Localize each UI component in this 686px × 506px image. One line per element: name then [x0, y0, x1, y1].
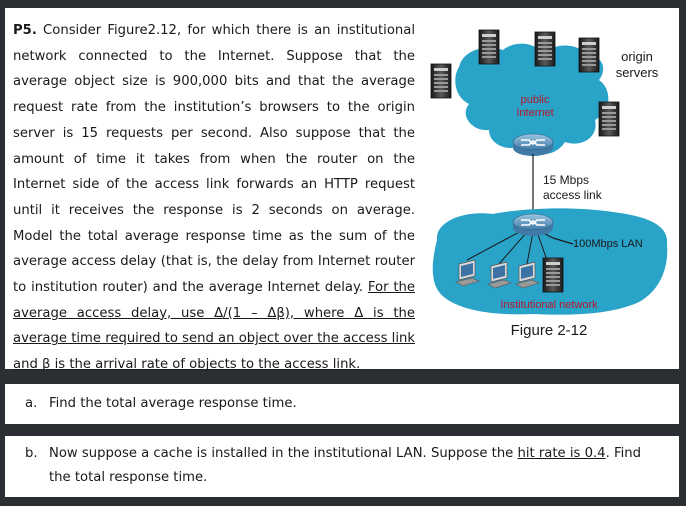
- problem-text: P5. Consider Figure2.12, for which there…: [13, 18, 415, 378]
- question-a-panel: a. Find the total average response time.: [5, 384, 679, 424]
- server-icon: [534, 31, 556, 67]
- server-icon: [430, 63, 452, 99]
- problem-label: P5.: [13, 23, 37, 38]
- server-icon: [478, 29, 500, 65]
- problem-panel: P5. Consider Figure2.12, for which there…: [5, 8, 679, 372]
- problem-body: Consider Figure2.12, for which there is …: [13, 23, 415, 296]
- origin-servers-label-1: origin: [621, 49, 653, 64]
- institutional-network-label: Institutional network: [500, 299, 598, 311]
- access-link-label-2: access link: [543, 188, 603, 202]
- institution-router-icon: [512, 213, 554, 237]
- lan-label: 100Mbps LAN: [573, 238, 643, 250]
- public-internet-label-2: Internet: [516, 107, 553, 119]
- question-a: a. Find the total average response time.: [25, 392, 297, 416]
- question-b-text-2: . Find: [605, 446, 641, 461]
- question-b-panel: b. Now suppose a cache is installed in th…: [5, 436, 679, 497]
- question-a-label: a.: [25, 396, 38, 411]
- question-b-label: b.: [25, 446, 38, 461]
- figure-caption: Figure 2-12: [511, 322, 588, 339]
- server-icon: [542, 257, 564, 293]
- server-icon: [598, 101, 620, 137]
- question-b-hit-rate: hit rate is 0.4: [517, 446, 606, 461]
- access-link-label-1: 15 Mbps: [543, 173, 589, 187]
- problem-formula-note: For the average access delay, use Δ/(1 –…: [13, 280, 415, 373]
- question-b: b. Now suppose a cache is installed in th…: [25, 442, 641, 490]
- origin-servers-label-2: servers: [616, 65, 659, 80]
- public-internet-label-1: public: [521, 94, 550, 106]
- public-internet-cloud: [455, 43, 609, 155]
- server-icon: [578, 37, 600, 73]
- question-b-text-1: Now suppose a cache is installed in the …: [49, 446, 518, 461]
- internet-router-icon: [512, 133, 554, 157]
- question-a-text: Find the total average response time.: [49, 396, 297, 411]
- question-b-text-3: the total response time.: [49, 470, 208, 485]
- network-figure: origin servers public Internet 15 Mbps a…: [430, 29, 668, 339]
